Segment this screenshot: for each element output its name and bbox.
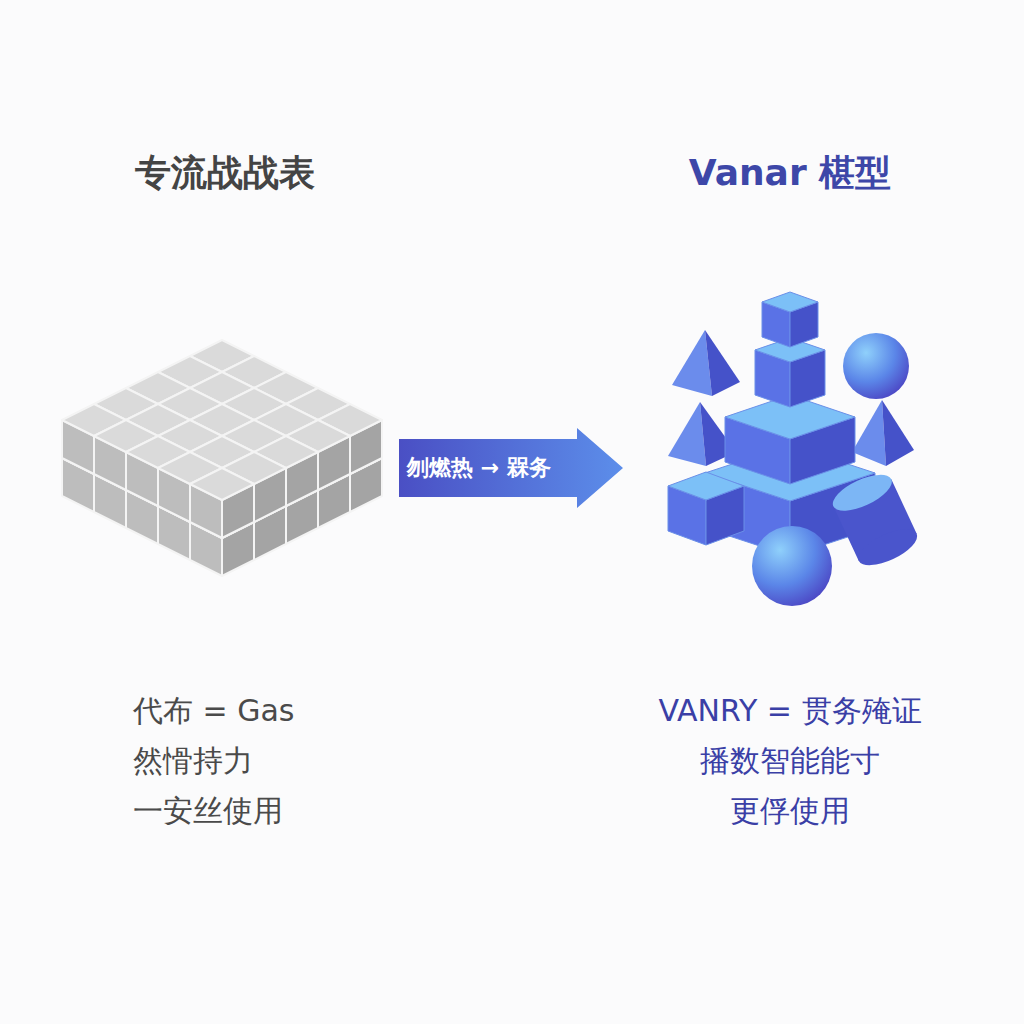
cylinder bbox=[828, 468, 922, 573]
feature-line: VANRY = 贯务殗证 bbox=[628, 686, 952, 736]
cylinder bbox=[828, 468, 897, 519]
grey-cube-block bbox=[62, 340, 382, 576]
grey-cube bbox=[190, 468, 254, 500]
column-heading: 专流战战表 bbox=[56, 150, 394, 196]
pyramid bbox=[882, 400, 914, 466]
feature-list: VANRY = 贯务殗证播数智能能寸更俘使用 bbox=[628, 686, 952, 836]
cube bbox=[762, 292, 818, 312]
sphere bbox=[843, 333, 909, 399]
feature-line: 一安丝使用 bbox=[133, 786, 294, 836]
column-group: Vanar 椹型 VANRY = 贯务殗证播数智能能寸更俘使用 bbox=[628, 150, 952, 840]
block-arrow bbox=[399, 428, 623, 508]
feature-line: 然愲持力 bbox=[133, 736, 294, 786]
feature-line: 代布 = Gas bbox=[133, 686, 294, 736]
cube bbox=[668, 472, 744, 500]
pyramid bbox=[668, 402, 706, 466]
column-group: 专流战战表代布 = Gas然愲持力一安丝使用 bbox=[56, 150, 394, 840]
pyramid bbox=[672, 330, 712, 396]
feature-line: 更俘使用 bbox=[628, 786, 952, 836]
sphere bbox=[752, 526, 832, 606]
cylinder bbox=[853, 522, 922, 573]
pyramid bbox=[852, 400, 886, 466]
feature-line: 播数智能能寸 bbox=[628, 736, 952, 786]
blue-shape-cluster bbox=[668, 292, 922, 606]
arrow-label: 刎燃热 → 槑务 bbox=[407, 454, 551, 482]
column-heading: Vanar 椹型 bbox=[628, 150, 952, 196]
feature-list: 代布 = Gas然愲持力一安丝使用 bbox=[133, 686, 294, 836]
pyramid bbox=[705, 330, 740, 396]
